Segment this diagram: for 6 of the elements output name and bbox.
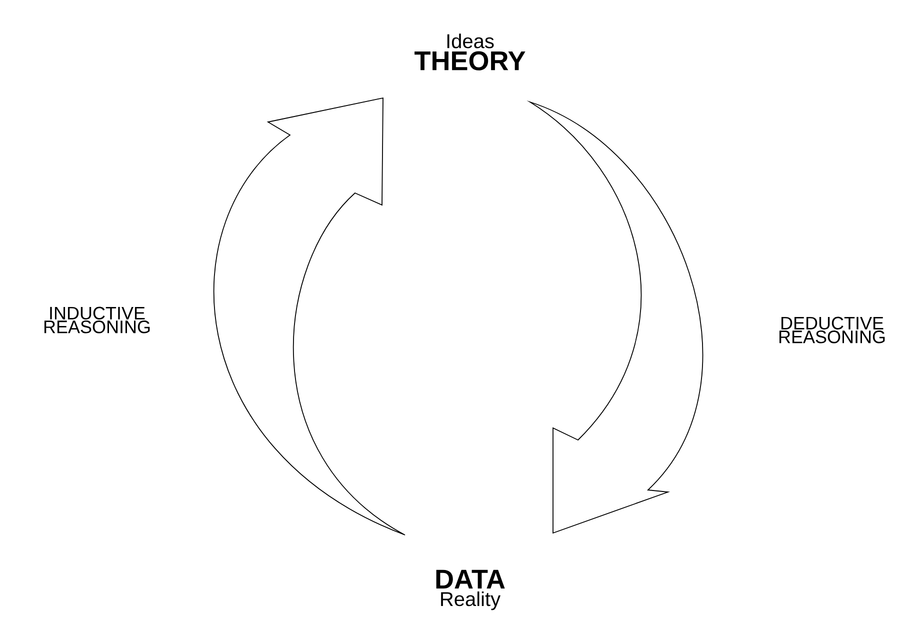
arrow (530, 102, 704, 534)
arrow (213, 98, 406, 536)
reasoning-label: DEDUCTIVE REASONING (779, 316, 885, 344)
reasoning-label: INDUCTIVE REASONING (44, 306, 150, 334)
node-text: DATA Reality (436, 570, 505, 610)
node-text: Ideas THEORY (414, 34, 526, 70)
